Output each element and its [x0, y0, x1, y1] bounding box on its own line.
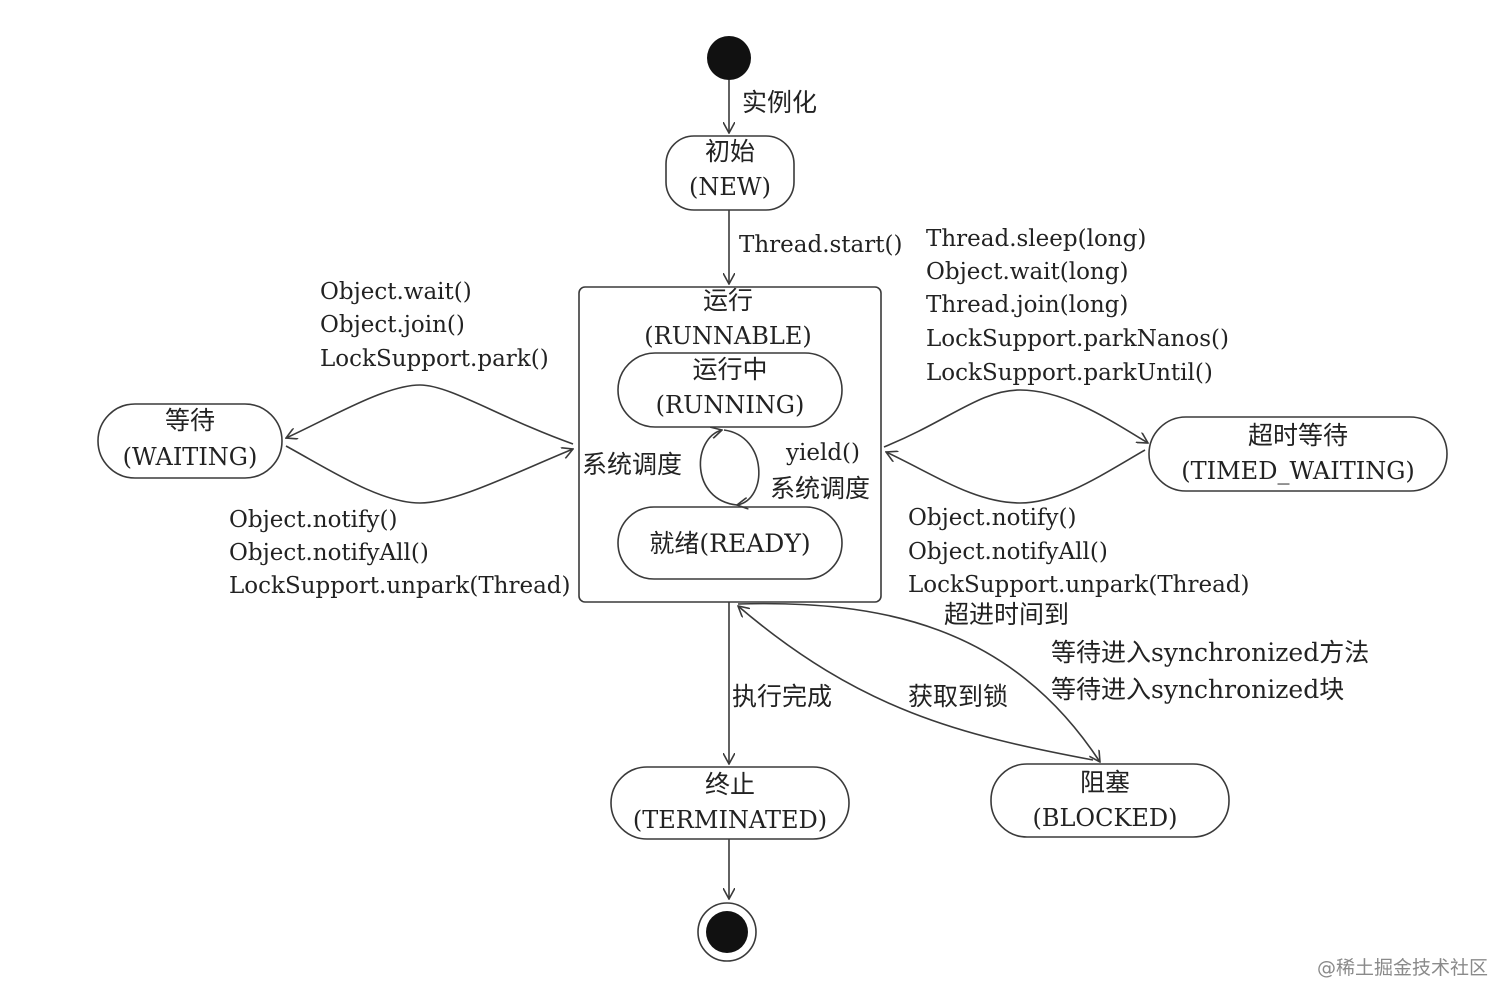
state-blocked [990, 763, 1230, 838]
to-timed-waiting-label-3: Thread.join(long) [926, 292, 1128, 318]
final-node [706, 911, 748, 953]
schedule-right-label: 系统调度 [770, 474, 870, 503]
to-timed-waiting-arrow [883, 389, 1148, 448]
yield-label: yield() [785, 440, 860, 466]
state-terminated [610, 766, 850, 840]
state-waiting-name: 等待 [165, 406, 215, 435]
from-timed-waiting-label-2: Object.notifyAll() [908, 539, 1108, 565]
to-timed-waiting-label-4: LockSupport.parkNanos() [926, 326, 1229, 352]
to-timed-waiting-label-2: Object.wait(long) [926, 259, 1128, 285]
state-waiting [97, 403, 283, 479]
state-ready [617, 506, 843, 580]
state-waiting-code: (WAITING) [123, 443, 258, 471]
to-blocked-arrow [737, 602, 1100, 762]
state-timed-waiting-code: (TIMED_WAITING) [1181, 457, 1415, 485]
acquire-lock-arrow [738, 606, 1094, 761]
to-waiting-label-2: Object.join() [320, 312, 465, 338]
to-blocked-label-1: 等待进入synchronized方法 [1051, 638, 1369, 667]
from-timed-waiting-arrow [886, 449, 1146, 504]
state-ready-label: 就绪(READY) [649, 529, 810, 558]
watermark: @稀土掘金技术社区 [1317, 957, 1488, 979]
from-waiting-label-1: Object.notify() [229, 507, 397, 533]
state-running [617, 352, 843, 428]
initial-node [707, 36, 751, 80]
start-label: Thread.start() [739, 232, 902, 258]
to-blocked-label-2: 等待进入synchronized块 [1051, 675, 1344, 704]
state-timed-waiting-name: 超时等待 [1248, 421, 1348, 450]
finish-label: 执行完成 [732, 682, 832, 711]
from-timed-waiting-label-3: LockSupport.unpark(Thread) [908, 572, 1250, 598]
state-timed-waiting [1148, 416, 1448, 492]
state-blocked-name: 阻塞 [1080, 768, 1130, 797]
schedule-loop-up [699, 430, 738, 506]
state-running-code: (RUNNING) [656, 391, 805, 419]
to-waiting-arrow [286, 384, 574, 445]
from-timed-waiting-label-1: Object.notify() [908, 505, 1076, 531]
state-new-code: (NEW) [689, 173, 771, 201]
instantiate-label: 实例化 [742, 88, 817, 117]
to-waiting-label-3: LockSupport.park() [320, 346, 549, 372]
from-waiting-label-2: Object.notifyAll() [229, 540, 429, 566]
state-running-name: 运行中 [692, 355, 767, 384]
state-runnable-name: 运行 [703, 286, 753, 315]
to-waiting-label-1: Object.wait() [320, 279, 472, 305]
to-timed-waiting-label-5: LockSupport.parkUntil() [926, 360, 1213, 386]
schedule-left-label: 系统调度 [582, 450, 682, 479]
state-new [665, 135, 795, 211]
from-waiting-label-3: LockSupport.unpark(Thread) [229, 573, 571, 599]
acquire-lock-label: 获取到锁 [908, 682, 1008, 711]
to-timed-waiting-label-1: Thread.sleep(long) [926, 226, 1146, 252]
from-timed-waiting-label-4: 超进时间到 [944, 600, 1069, 629]
state-runnable-code: (RUNNABLE) [644, 322, 811, 350]
from-waiting-arrow [285, 445, 573, 504]
schedule-loop-down [723, 429, 760, 505]
state-blocked-code: (BLOCKED) [1032, 804, 1177, 832]
state-terminated-code: (TERMINATED) [633, 806, 827, 834]
state-new-name: 初始 [705, 137, 755, 166]
state-terminated-name: 终止 [705, 770, 755, 799]
